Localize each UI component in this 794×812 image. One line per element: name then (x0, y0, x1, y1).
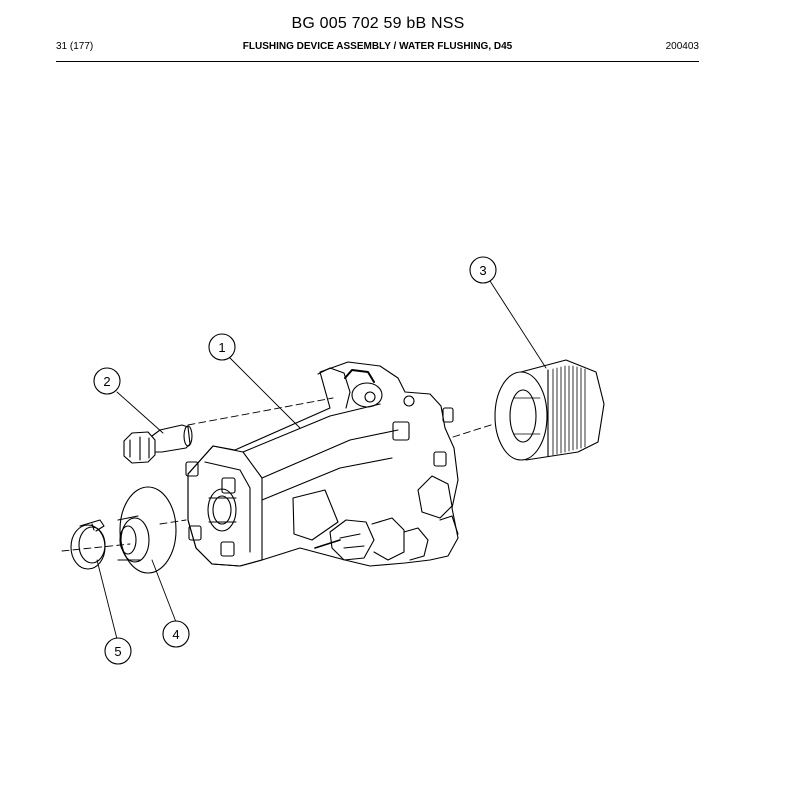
document-code: 200403 (665, 41, 699, 52)
callout-5-label: 5 (114, 644, 121, 659)
callout-5: 5 (104, 637, 132, 665)
document-title: BG 005 702 59 bB NSS (291, 15, 465, 32)
callout-1-label: 1 (218, 340, 225, 355)
callout-3: 3 (469, 256, 497, 284)
assembly-centerlines (61, 397, 495, 552)
callout-2: 2 (93, 367, 121, 395)
header-row: 31 (177) FLUSHING DEVICE ASSEMBLY / WATE… (56, 41, 699, 57)
filter-element (494, 359, 605, 461)
filter-pleats (552, 365, 586, 456)
banjo-bolt (123, 424, 193, 464)
callout-2-label: 2 (103, 374, 110, 389)
flushing-device-housing (185, 361, 459, 567)
leader-lines (96, 280, 547, 640)
callout-4: 4 (162, 620, 190, 648)
hose-clamp (70, 519, 106, 570)
callout-4-label: 4 (172, 627, 179, 642)
page-number: 31 (177) (56, 41, 94, 52)
section-title: FLUSHING DEVICE ASSEMBLY / WATER FLUSHIN… (242, 41, 513, 52)
callout-3-label: 3 (479, 263, 486, 278)
washer (117, 486, 177, 574)
callout-1: 1 (208, 333, 236, 361)
header-rule (56, 61, 699, 62)
